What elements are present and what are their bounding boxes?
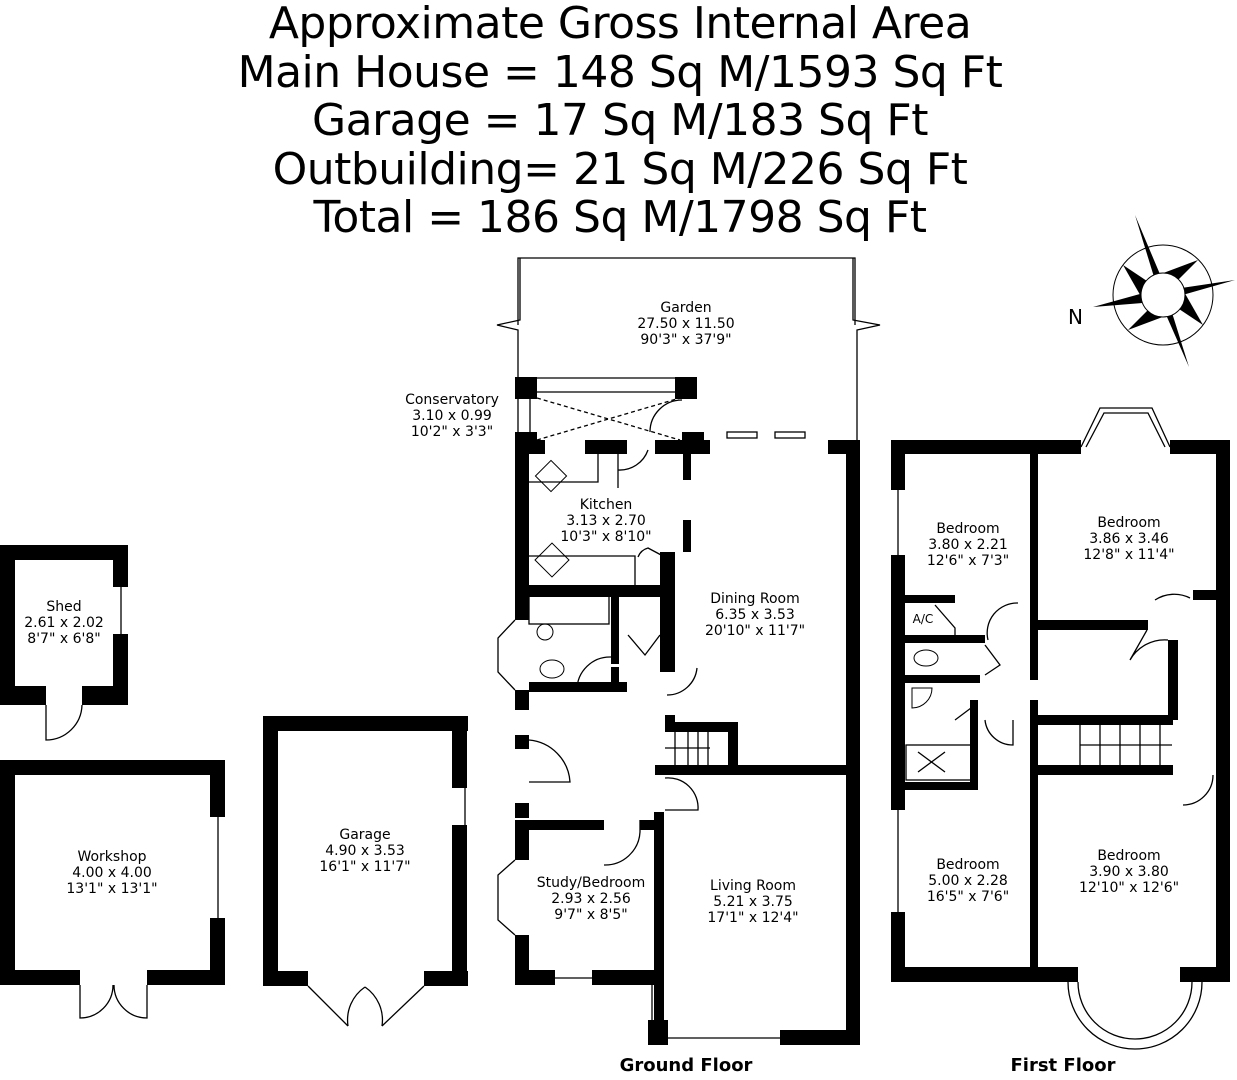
room-imperial: 16'5" x 7'6" [926, 889, 1010, 905]
room-imperial: 20'10" x 11'7" [704, 623, 806, 639]
shed-walls [0, 545, 128, 705]
room-metric: 3.86 x 3.46 [1089, 531, 1169, 547]
room-name: Workshop [77, 849, 147, 865]
room-name: Conservatory [405, 392, 499, 408]
room-metric: 27.50 x 11.50 [637, 316, 735, 332]
room-imperial: 8'7" x 6'8" [27, 631, 101, 647]
room-dining: Dining Room 6.35 x 3.53 20'10" x 11'7" [705, 591, 805, 639]
room-metric: 3.80 x 2.21 [928, 537, 1008, 553]
hob-icon [534, 542, 570, 578]
thin-outlines [45, 257, 1214, 1050]
toilet-icon [913, 649, 939, 667]
first-floor-label: First Floor [1010, 1055, 1116, 1076]
room-name: Living Room [710, 878, 796, 894]
room-imperial: 12'10" x 12'6" [1078, 880, 1180, 896]
room-imperial: 10'3" x 8'10" [560, 529, 652, 545]
room-metric: 4.00 x 4.00 [72, 865, 152, 881]
sink-icon [536, 623, 554, 641]
room-shed: Shed 2.61 x 2.02 8'7" x 6'8" [24, 599, 104, 647]
workshop-walls [0, 760, 225, 985]
room-name: Dining Room [710, 591, 800, 607]
toilet-icon [539, 659, 565, 679]
room-metric: 5.21 x 3.75 [713, 894, 793, 910]
area-garage: Garage = 17 Sq M/183 Sq Ft [312, 95, 928, 146]
compass-icon [1093, 215, 1235, 367]
room-imperial: 9'7" x 8'5" [554, 907, 628, 923]
room-ac-cupboard: A/C [912, 612, 934, 626]
room-name: Garage [339, 827, 391, 843]
room-name: Bedroom [1097, 848, 1161, 864]
room-garden: Garden 27.50 x 11.50 90'3" x 37'9" [637, 300, 734, 348]
room-conservatory: Conservatory 3.10 x 0.99 10'2" x 3'3" [405, 392, 499, 440]
room-imperial: 13'1" x 13'1" [66, 881, 158, 897]
room-name: Garden [660, 300, 712, 316]
room-name: Bedroom [936, 521, 1000, 537]
room-workshop: Workshop 4.00 x 4.00 13'1" x 13'1" [66, 849, 157, 897]
room-kitchen: Kitchen 3.13 x 2.70 10'3" x 8'10" [560, 497, 651, 545]
first-floor-walls [891, 440, 1230, 982]
room-metric: 2.61 x 2.02 [24, 615, 104, 631]
room-study: Study/Bedroom 2.93 x 2.56 9'7" x 8'5" [537, 875, 645, 923]
room-metric: 5.00 x 2.28 [928, 873, 1008, 889]
area-title: Approximate Gross Internal Area [268, 0, 972, 49]
area-total: Total = 186 Sq M/1798 Sq Ft [313, 192, 927, 243]
ground-floor-label: Ground Floor [619, 1055, 753, 1076]
compass-north-label: N [1068, 305, 1083, 329]
fixtures [534, 459, 939, 709]
room-imperial: 17'1" x 12'4" [707, 910, 799, 926]
room-metric: 2.93 x 2.56 [551, 891, 631, 907]
basin-icon [911, 687, 933, 709]
room-metric: 6.35 x 3.53 [715, 607, 795, 623]
room-imperial: 90'3" x 37'9" [640, 332, 732, 348]
area-outbuilding: Outbuilding= 21 Sq M/226 Sq Ft [272, 143, 968, 195]
room-imperial: 10'2" x 3'3" [410, 424, 494, 440]
room-name: Shed [46, 599, 82, 615]
room-name: Kitchen [579, 497, 633, 513]
room-imperial: 16'1" x 11'7" [319, 859, 411, 875]
room-metric: 4.90 x 3.53 [325, 843, 405, 859]
room-metric: 3.90 x 3.80 [1089, 864, 1169, 880]
garage-walls [263, 716, 468, 986]
room-bedroom-4: Bedroom 3.90 x 3.80 12'10" x 12'6" [1079, 848, 1179, 896]
room-metric: 3.13 x 2.70 [566, 513, 646, 529]
room-living: Living Room 5.21 x 3.75 17'1" x 12'4" [707, 878, 798, 926]
room-name: Bedroom [936, 857, 1000, 873]
room-name: Study/Bedroom [536, 875, 646, 891]
kitchen-sink-icon [534, 459, 568, 493]
room-bedroom-3: Bedroom 5.00 x 2.28 16'5" x 7'6" [927, 857, 1009, 905]
room-name: Bedroom [1097, 515, 1161, 531]
garden-boundary [517, 257, 856, 325]
room-metric: 3.10 x 0.99 [412, 408, 492, 424]
area-summary: Approximate Gross Internal Area Main Hou… [0, 0, 1237, 243]
room-bedroom-1: Bedroom 3.80 x 2.21 12'6" x 7'3" [927, 521, 1009, 569]
ground-floor-walls [515, 377, 860, 1045]
room-imperial: 12'6" x 7'3" [926, 553, 1010, 569]
room-imperial: 12'8" x 11'4" [1083, 547, 1175, 563]
room-garage: Garage 4.90 x 3.53 16'1" x 11'7" [319, 827, 410, 875]
room-bedroom-2: Bedroom 3.86 x 3.46 12'8" x 11'4" [1083, 515, 1174, 563]
area-main-house: Main House = 148 Sq M/1593 Sq Ft [237, 46, 1003, 98]
